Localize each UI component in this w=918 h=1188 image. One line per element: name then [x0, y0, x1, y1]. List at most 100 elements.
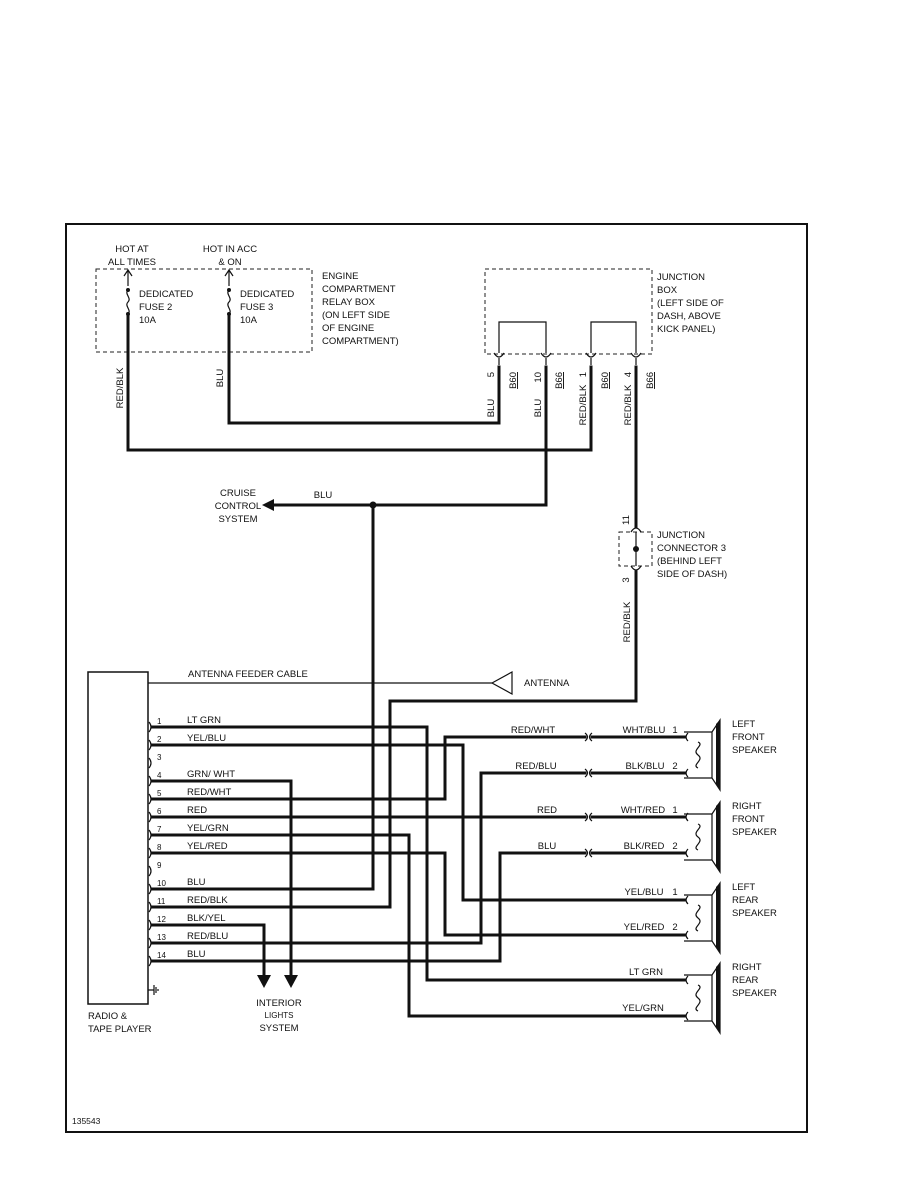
- speaker-icon: [684, 800, 721, 874]
- fuse-2-wire-label: RED/BLK: [115, 367, 126, 408]
- junction-connector-pin-bottom: 3: [621, 577, 632, 582]
- relay-box-label: ENGINE COMPARTMENT RELAY BOX (ON LEFT SI…: [322, 271, 399, 347]
- svg-text:SPEAKER: SPEAKER: [732, 827, 777, 838]
- svg-text:RED: RED: [187, 805, 207, 816]
- svg-text:SIDE OF DASH): SIDE OF DASH): [657, 569, 727, 580]
- svg-text:SPEAKER: SPEAKER: [732, 908, 777, 919]
- svg-text:LT GRN: LT GRN: [629, 967, 663, 978]
- svg-text:BLU: BLU: [187, 877, 206, 888]
- wire-pin10-blu: [150, 503, 375, 891]
- svg-text:3: 3: [157, 753, 162, 762]
- svg-text:RED: RED: [537, 805, 557, 816]
- svg-text:5: 5: [486, 372, 497, 377]
- svg-text:INTERIOR: INTERIOR: [256, 998, 302, 1009]
- wire-fuse2: [126, 314, 593, 452]
- junction-box-label: JUNCTION BOX (LEFT SIDE OF DASH, ABOVE K…: [657, 272, 724, 335]
- svg-text:JUNCTION: JUNCTION: [657, 272, 705, 283]
- svg-text:DEDICATED: DEDICATED: [240, 289, 294, 300]
- svg-text:COMPARTMENT): COMPARTMENT): [322, 336, 399, 347]
- fuse-2-label: DEDICATED FUSE 2 10A: [139, 289, 193, 326]
- radio-pin-12: 12 BLK/YEL: [148, 913, 226, 931]
- svg-text:COMPARTMENT: COMPARTMENT: [322, 284, 396, 295]
- svg-text:WHT/BLU: WHT/BLU: [623, 725, 666, 736]
- svg-text:REAR: REAR: [732, 975, 759, 986]
- svg-text:RED/BLK: RED/BLK: [623, 384, 634, 425]
- jc-out-wire-label: RED/BLK: [622, 601, 633, 642]
- speaker-icon: [684, 881, 721, 955]
- svg-text:REAR: REAR: [732, 895, 759, 906]
- cruise-arrow-icon: [262, 499, 274, 511]
- wire-pin4-grnwht: [150, 779, 293, 977]
- inline-connectors: [584, 732, 593, 858]
- svg-text:BLK/BLU: BLK/BLU: [625, 761, 664, 772]
- wire-front-right: [590, 735, 686, 855]
- radio-tape-player: [87, 671, 149, 1005]
- svg-text:SPEAKER: SPEAKER: [732, 745, 777, 756]
- svg-text:1: 1: [672, 887, 677, 898]
- svg-text:12: 12: [157, 915, 166, 924]
- svg-text:JUNCTION: JUNCTION: [657, 530, 705, 541]
- svg-text:KICK PANEL): KICK PANEL): [657, 324, 715, 335]
- svg-text:LIGHTS: LIGHTS: [265, 1011, 294, 1020]
- svg-text:CONNECTOR 3: CONNECTOR 3: [657, 543, 726, 554]
- svg-text:FUSE 2: FUSE 2: [139, 302, 172, 313]
- svg-text:9: 9: [157, 861, 162, 870]
- svg-text:YEL/BLU: YEL/BLU: [624, 887, 663, 898]
- interior-arrow-icon: [257, 975, 271, 988]
- power-arrow-icon: [224, 268, 234, 286]
- wire-pin12-blkyel: [150, 923, 266, 977]
- svg-text:10: 10: [157, 879, 166, 888]
- svg-text:FRONT: FRONT: [732, 732, 765, 743]
- svg-text:BLK/YEL: BLK/YEL: [187, 913, 226, 924]
- antenna-icon: [490, 670, 513, 696]
- svg-text:FUSE 3: FUSE 3: [240, 302, 273, 313]
- speaker-icon: [684, 961, 721, 1035]
- svg-text:FRONT: FRONT: [732, 814, 765, 825]
- svg-text:2: 2: [672, 841, 677, 852]
- svg-text:WHT/RED: WHT/RED: [621, 805, 665, 816]
- svg-text:YEL/GRN: YEL/GRN: [187, 823, 229, 834]
- svg-text:1: 1: [672, 805, 677, 816]
- wire-pin14-blu: [150, 851, 587, 963]
- svg-text:SYSTEM: SYSTEM: [259, 1023, 298, 1034]
- speaker-label: LEFT FRONT SPEAKER: [732, 719, 777, 756]
- svg-text:B66: B66: [645, 372, 656, 389]
- wire-blu-cruise: [268, 365, 548, 507]
- svg-text:11: 11: [157, 897, 166, 906]
- svg-text:2: 2: [672, 761, 677, 772]
- svg-text:8: 8: [157, 843, 162, 852]
- junction-wire-labels: BLU BLU RED/BLK RED/BLK: [486, 384, 634, 425]
- svg-text:LEFT: LEFT: [732, 719, 755, 730]
- svg-text:CONTROL: CONTROL: [215, 501, 261, 512]
- svg-text:RED/BLU: RED/BLU: [515, 761, 556, 772]
- interior-lights-label: INTERIOR LIGHTS SYSTEM: [256, 998, 302, 1034]
- svg-text:BLU: BLU: [486, 399, 497, 418]
- svg-text:LT GRN: LT GRN: [187, 715, 221, 726]
- svg-text:1: 1: [672, 725, 677, 736]
- svg-text:CRUISE: CRUISE: [220, 488, 256, 499]
- svg-text:13: 13: [157, 933, 166, 942]
- svg-text:TAPE PLAYER: TAPE PLAYER: [88, 1024, 152, 1035]
- svg-text:ENGINE: ENGINE: [322, 271, 358, 282]
- svg-text:SPEAKER: SPEAKER: [732, 988, 777, 999]
- power-hot-at-all-times: HOT AT ALL TIMES: [108, 244, 156, 268]
- svg-text:BLK/RED: BLK/RED: [624, 841, 665, 852]
- svg-text:DEDICATED: DEDICATED: [139, 289, 193, 300]
- junction-connector-pin-top: 11: [621, 515, 632, 525]
- fuse-3-icon: [227, 289, 231, 315]
- fuse-3-label: DEDICATED FUSE 3 10A: [240, 289, 294, 326]
- svg-text:RADIO &: RADIO &: [88, 1011, 128, 1022]
- junction-bus: [498, 321, 547, 353]
- radio-pin-8: 8 YEL/RED: [148, 841, 228, 859]
- svg-text:6: 6: [157, 807, 162, 816]
- svg-text:YEL/RED: YEL/RED: [187, 841, 228, 852]
- wire-pin7-yelgrn: [150, 833, 686, 1018]
- svg-text:2: 2: [672, 922, 677, 933]
- speaker-wire-labels: RED/WHT RED/BLU RED BLU WHT/BLU BLK/BLU …: [511, 725, 678, 1014]
- svg-text:SYSTEM: SYSTEM: [218, 514, 257, 525]
